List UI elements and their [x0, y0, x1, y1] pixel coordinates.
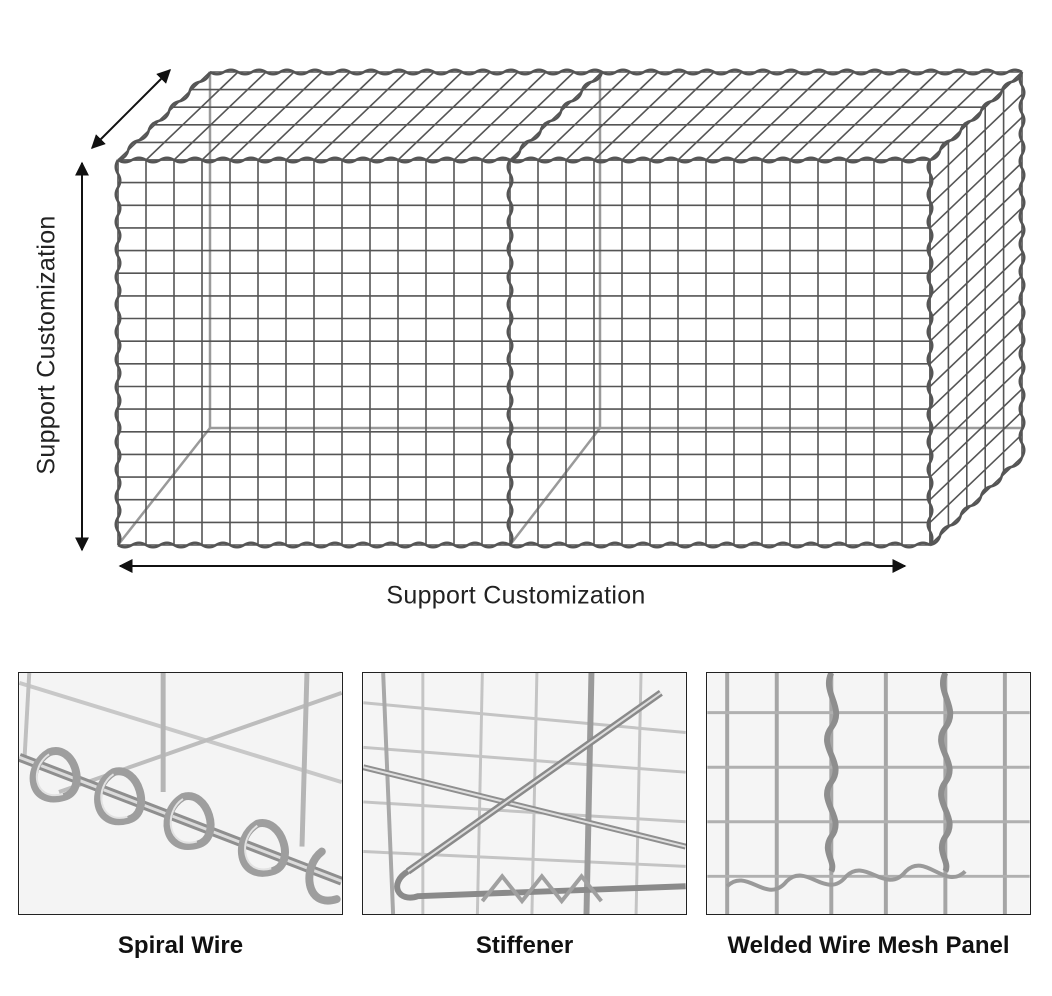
top-depth-wire [425, 71, 519, 161]
side-horizontal-wire [929, 456, 1023, 546]
back-right-spiral [1018, 71, 1026, 458]
front-left-spiral [114, 159, 122, 546]
side-horizontal-wire [929, 116, 1023, 206]
side-horizontal-wire [929, 411, 1023, 501]
top-depth-wire [173, 71, 267, 161]
side-horizontal-wire [929, 207, 1023, 297]
height-dimension-label: Support Customization [32, 215, 61, 475]
top-depth-wire [341, 71, 435, 161]
divider-spiral [506, 159, 514, 546]
stiffener-caption: Stiffener [475, 932, 574, 959]
top-depth-wire [369, 71, 463, 161]
top-depth-wire [509, 71, 603, 161]
gabion-basket-diagram [75, 68, 1026, 573]
right-bottom-spiral [929, 456, 1024, 547]
back-top-spiral [209, 68, 1023, 76]
side-horizontal-wire [929, 343, 1023, 433]
top-depth-wire [677, 71, 771, 161]
top-depth-wire [481, 71, 575, 161]
top-depth-wire [285, 71, 379, 161]
stiffener-photo [362, 672, 687, 915]
width-dimension-label: Support Customization [386, 581, 646, 610]
top-depth-wire [593, 71, 687, 161]
top-depth-wire [817, 71, 911, 161]
top-depth-wire [649, 71, 743, 161]
top-depth-wire [201, 71, 295, 161]
side-horizontal-wire [929, 320, 1023, 410]
top-depth-wire [453, 71, 547, 161]
side-horizontal-wire [929, 388, 1023, 478]
side-horizontal-wire [929, 139, 1023, 229]
top-depth-wire [117, 71, 211, 161]
front-bottom-spiral [117, 541, 931, 549]
top-depth-wire [257, 71, 351, 161]
side-horizontal-wire [929, 275, 1023, 365]
top-depth-wire [565, 71, 659, 161]
top-depth-wire [845, 71, 939, 161]
front-top-spiral [117, 156, 931, 164]
back-diagonal [117, 427, 211, 546]
top-depth-wire [705, 71, 799, 161]
basket-top-grid [117, 71, 1023, 161]
basket-frame [114, 68, 1026, 549]
depth-arrow [91, 69, 171, 149]
basket-side-grid [929, 71, 1023, 546]
basket-front-grid [117, 159, 931, 546]
side-horizontal-wire [929, 229, 1023, 320]
top-depth-wire [313, 71, 407, 161]
top-depth-wire [621, 71, 715, 161]
side-horizontal-wire [929, 433, 1023, 523]
top-depth-wire [397, 71, 491, 161]
side-horizontal-wire [929, 71, 1023, 161]
top-depth-wire [789, 71, 883, 161]
top-depth-wire [733, 71, 827, 161]
side-horizontal-wire [929, 94, 1023, 184]
front-right-spiral [926, 159, 934, 546]
top-depth-wire [537, 71, 631, 161]
welded-wire-mesh-panel-caption: Welded Wire Mesh Panel [727, 932, 1010, 959]
welded-wire-mesh-panel-photo [706, 672, 1031, 915]
spiral-wire-photo [18, 672, 343, 915]
right-top-spiral [929, 71, 1024, 162]
side-horizontal-wire [929, 252, 1023, 342]
top-depth-wire [229, 71, 323, 161]
top-depth-wire [901, 71, 995, 161]
side-horizontal-wire [929, 184, 1023, 274]
divider-diagonal [509, 427, 601, 546]
top-depth-wire [761, 71, 855, 161]
side-horizontal-wire [929, 297, 1023, 388]
divider-top-spiral [509, 71, 604, 162]
side-horizontal-wire [929, 162, 1023, 252]
top-depth-wire [873, 71, 967, 161]
side-horizontal-wire [929, 365, 1023, 455]
spiral-wire-caption: Spiral Wire [117, 932, 244, 959]
